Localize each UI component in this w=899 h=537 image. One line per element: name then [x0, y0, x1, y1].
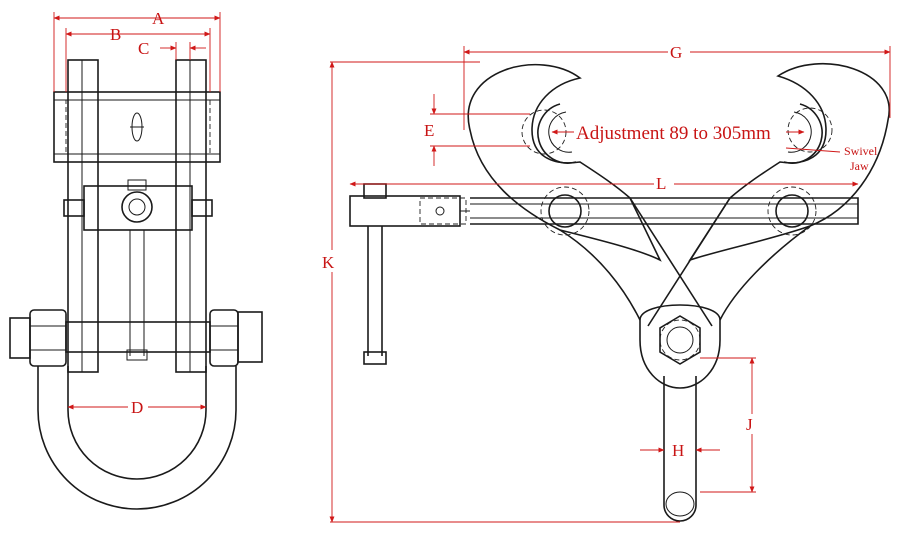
main-bolt [65, 321, 211, 353]
swivel-label-line2: Jaw [850, 159, 869, 173]
arm-right [647, 197, 731, 327]
label-l: L [656, 174, 666, 193]
swivel-label-line1: Swivel [844, 144, 878, 158]
label-h: H [672, 441, 684, 460]
front-view: G E Adjustment 89 to 305mm Swivel Jaw L … [320, 40, 891, 523]
pivot-bolt [121, 191, 153, 223]
label-c: C [138, 39, 149, 58]
right-jaw-hook [783, 103, 823, 164]
adjustment-label: Adjustment 89 to 305mm [576, 123, 771, 144]
label-b: B [110, 25, 121, 44]
label-g: G [670, 43, 682, 62]
pin-left [548, 194, 582, 228]
beam-bar [470, 197, 859, 225]
handle-bottom [363, 351, 387, 365]
arm-left [629, 197, 713, 327]
left-jaw-hook [537, 103, 577, 164]
right-jaw [688, 62, 891, 262]
hex-nut [659, 315, 701, 365]
bolt-end-right [237, 311, 263, 363]
shackle [37, 366, 237, 510]
bolt-end-left [9, 317, 31, 359]
label-a: A [152, 9, 165, 28]
left-jaw [467, 64, 662, 262]
label-d: D [131, 398, 143, 417]
label-j: J [746, 415, 753, 434]
label-e: E [424, 121, 434, 140]
nut-right [209, 309, 239, 367]
top-beam [53, 91, 221, 163]
side-view: A B C D [9, 9, 263, 510]
lifting-rod [663, 376, 697, 522]
nut-left [29, 309, 67, 367]
label-k: K [322, 253, 335, 272]
hinge-boss [639, 304, 721, 389]
pin-right [775, 194, 809, 228]
